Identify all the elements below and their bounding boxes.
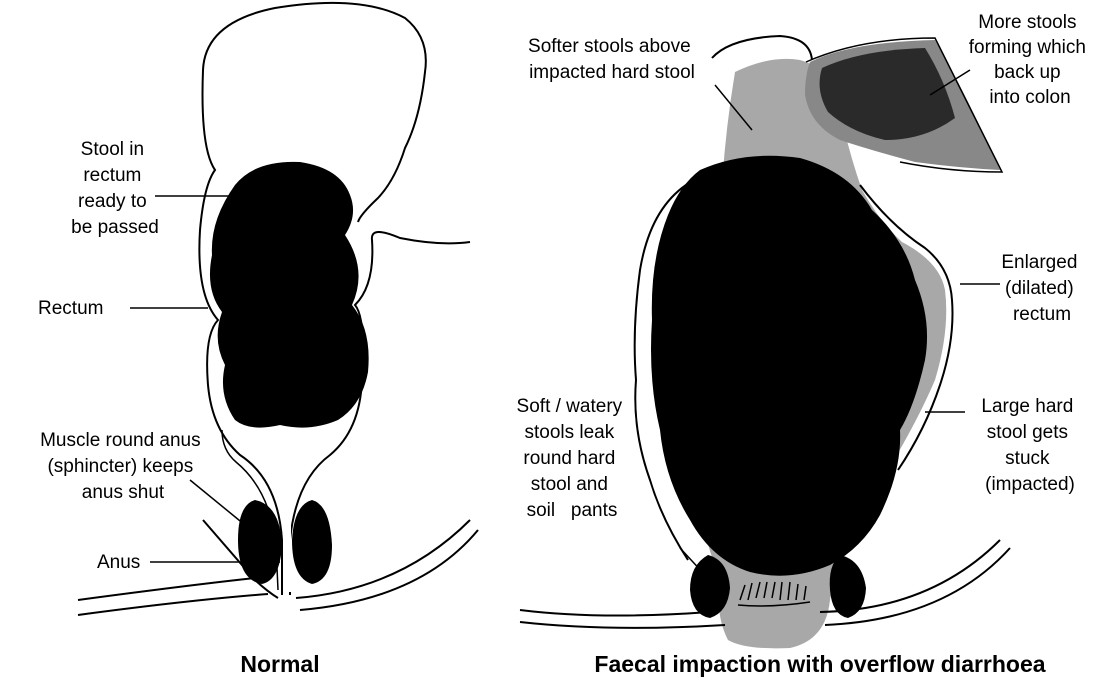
normal-panel — [78, 3, 478, 615]
normal-sphincter-right[interactable] — [292, 500, 332, 584]
impaction-panel — [520, 36, 1010, 648]
label-softer-stools: Softer stools above impacted hard stool — [528, 36, 696, 83]
leader-muscle — [190, 480, 245, 525]
label-more-stools: More stools forming which back up into c… — [969, 12, 1092, 108]
label-enlarged-rectum: Enlarged (dilated) rectum — [1001, 252, 1082, 325]
label-large-hard-stool: Large hard stool gets stuck (impacted) — [981, 396, 1078, 495]
label-soft-watery: Soft / watery stools leak round hard sto… — [517, 396, 628, 521]
caption-impaction: Faecal impaction with overflow diarrhoea — [594, 651, 1045, 677]
label-anus: Anus — [97, 552, 140, 573]
normal-labels: Stool in rectum ready to be passed Rectu… — [38, 139, 206, 573]
impacted-stool[interactable] — [651, 156, 927, 576]
impaction-pelvic-floor-left — [520, 610, 725, 628]
normal-sphincter-left[interactable] — [238, 500, 282, 584]
label-stool-in-rectum: Stool in rectum ready to be passed — [71, 139, 159, 238]
normal-anal-canal — [284, 505, 290, 592]
label-muscle: Muscle round anus (sphincter) keeps anus… — [40, 430, 206, 503]
label-rectum: Rectum — [38, 298, 103, 319]
normal-stool[interactable] — [210, 162, 369, 428]
caption-normal: Normal — [240, 651, 319, 677]
